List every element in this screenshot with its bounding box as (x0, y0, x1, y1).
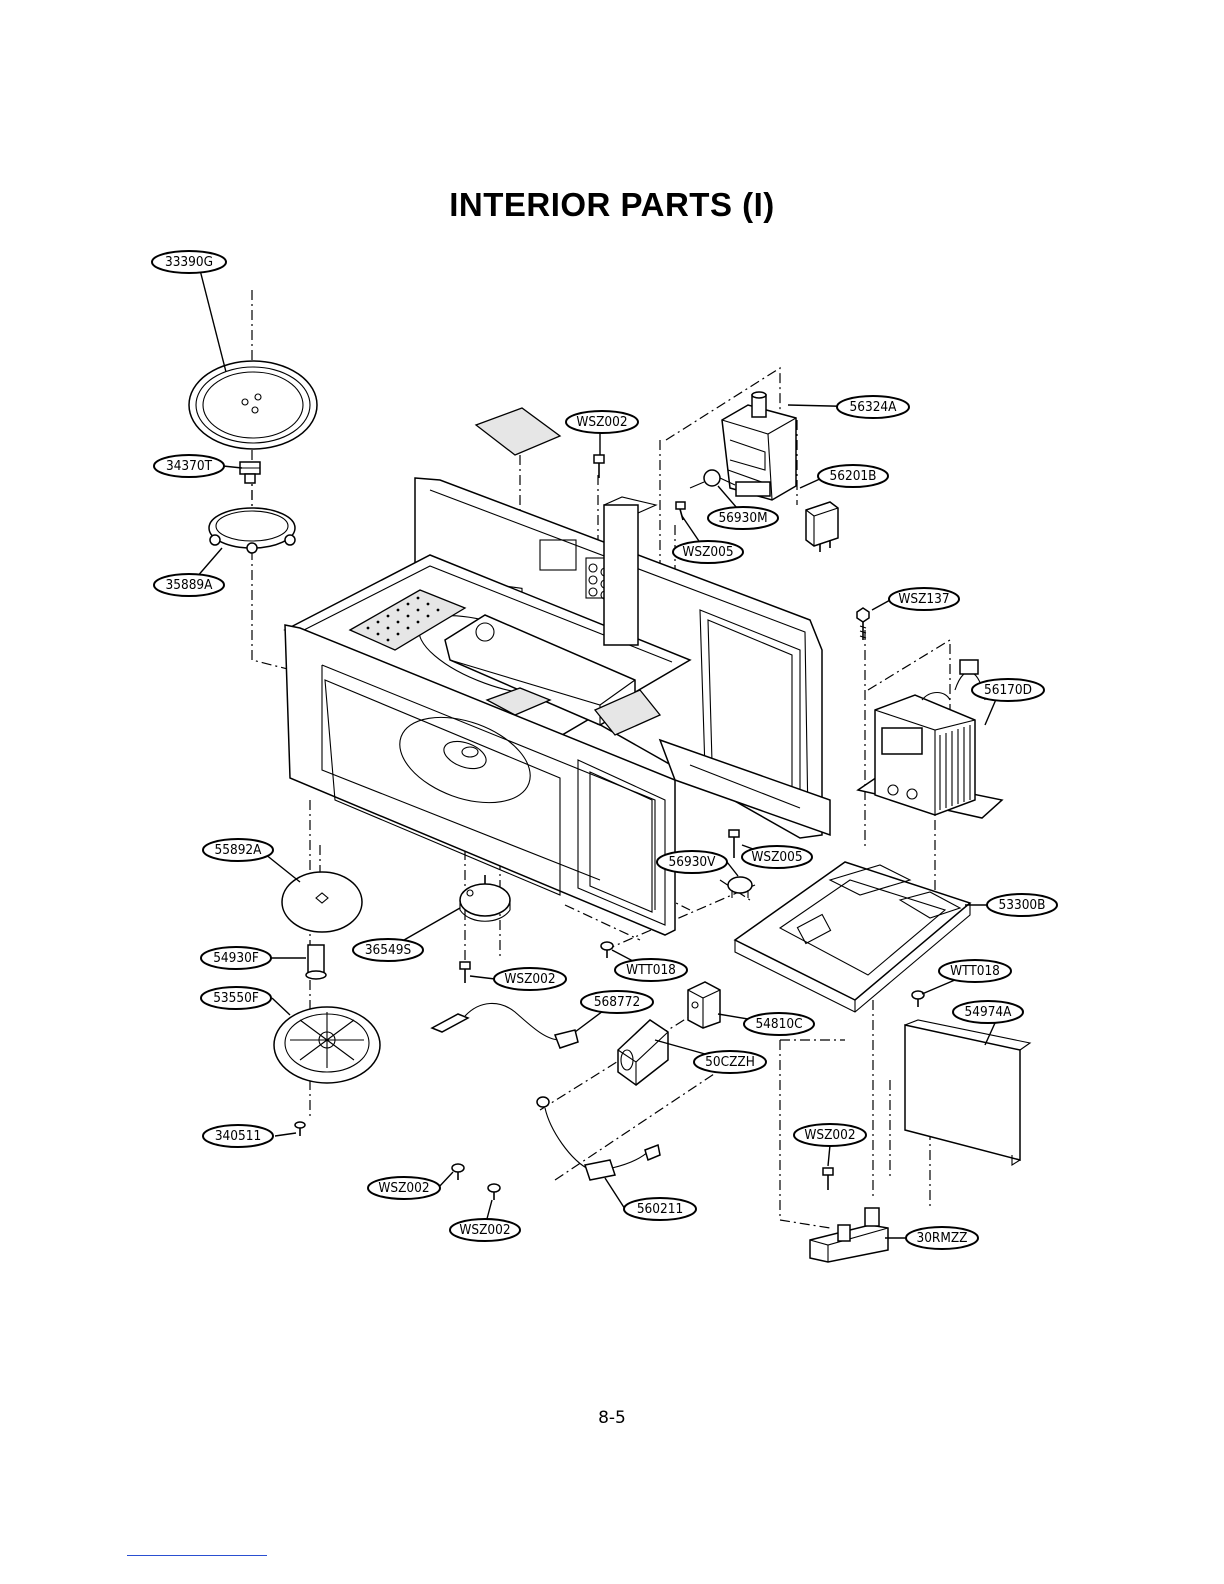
screw-part (452, 1164, 464, 1180)
svg-text:WSZ137: WSZ137 (898, 591, 949, 607)
part-label-WSZ002: WSZ002 (494, 968, 566, 990)
part-label-56201B: 56201B (818, 465, 888, 487)
svg-text:55892A: 55892A (215, 842, 263, 858)
svg-text:54974A: 54974A (965, 1004, 1013, 1020)
screw-part (295, 1122, 305, 1136)
part-label-34370T: 34370T (154, 455, 224, 477)
part-label-56930M: 56930M (708, 507, 778, 529)
part-label-36549S: 36549S (353, 939, 423, 961)
footer-rule (127, 1555, 267, 1556)
svg-text:54810C: 54810C (755, 1016, 802, 1032)
svg-text:34370T: 34370T (166, 458, 213, 474)
roller-coupler-part (240, 462, 260, 483)
stirrer-fan-part (282, 872, 362, 932)
svg-text:56170D: 56170D (984, 682, 1032, 698)
svg-text:56201B: 56201B (830, 468, 877, 484)
part-label-50CZZH: 50CZZH (694, 1051, 766, 1073)
screw-part (823, 1168, 833, 1190)
sensor-harness-part (432, 1003, 578, 1048)
part-label-WSZ002: WSZ002 (566, 411, 638, 433)
svg-text:WTT018: WTT018 (626, 962, 676, 978)
part-label-WTT018: WTT018 (939, 960, 1011, 982)
turntable-base-part (274, 1007, 380, 1083)
cover-plate-part (476, 408, 560, 455)
svg-text:56930M: 56930M (718, 510, 767, 526)
screw-part (601, 942, 613, 958)
part-label-568772: 568772 (581, 991, 653, 1013)
part-label-340511: 340511 (203, 1125, 273, 1147)
svg-text:568772: 568772 (594, 994, 640, 1010)
fuse-block-part (806, 502, 838, 552)
oven-cavity-frame-part (285, 478, 830, 935)
part-label-54930F: 54930F (201, 947, 271, 969)
part-label-35889A: 35889A (154, 574, 224, 596)
svg-text:WSZ002: WSZ002 (576, 414, 627, 430)
turntable-motor-part (460, 875, 510, 921)
svg-text:53550F: 53550F (213, 990, 259, 1006)
part-label-33390G: 33390G (152, 251, 226, 273)
svg-text:WSZ005: WSZ005 (751, 849, 802, 865)
side-cover-part (905, 1020, 1030, 1165)
screw-part (460, 962, 470, 983)
svg-text:54930F: 54930F (213, 950, 259, 966)
part-label-560211: 560211 (624, 1198, 696, 1220)
svg-text:WSZ005: WSZ005 (682, 544, 733, 560)
part-label-56170D: 56170D (972, 679, 1044, 701)
part-label-54974A: 54974A (953, 1001, 1023, 1023)
svg-text:560211: 560211 (637, 1201, 683, 1217)
part-label-56324A: 56324A (837, 396, 909, 418)
part-label-WSZ137: WSZ137 (889, 588, 959, 610)
part-label-56930V: 56930V (657, 851, 727, 873)
part-label-55892A: 55892A (203, 839, 273, 861)
svg-text:56324A: 56324A (850, 399, 898, 415)
fuse-harness-part (537, 1097, 660, 1180)
part-label-53550F: 53550F (201, 987, 271, 1009)
svg-text:30RMZZ: 30RMZZ (916, 1230, 967, 1246)
svg-text:50CZZH: 50CZZH (705, 1054, 755, 1070)
screw-part (594, 455, 604, 478)
high-voltage-capacitor-part (618, 1020, 668, 1085)
screw-part (488, 1184, 500, 1200)
svg-text:WSZ002: WSZ002 (804, 1127, 855, 1143)
svg-text:WSZ002: WSZ002 (504, 971, 555, 987)
part-label-WSZ002: WSZ002 (368, 1177, 440, 1199)
part-label-53300B: 53300B (987, 894, 1057, 916)
svg-text:53300B: 53300B (999, 897, 1046, 913)
svg-text:56930V: 56930V (669, 854, 717, 870)
part-label-WSZ005: WSZ005 (673, 541, 743, 563)
part-label-WSZ005: WSZ005 (742, 846, 812, 868)
part-label-WSZ002: WSZ002 (450, 1219, 520, 1241)
shaft-coupling-part (306, 945, 326, 979)
svg-text:33390G: 33390G (165, 254, 213, 270)
svg-text:WSZ002: WSZ002 (378, 1180, 429, 1196)
turntable-tray-part (189, 361, 317, 449)
svg-text:340511: 340511 (215, 1128, 261, 1144)
svg-text:35889A: 35889A (166, 577, 214, 593)
page-number: 8-5 (0, 1408, 1224, 1428)
roller-ring-part (209, 508, 295, 553)
svg-text:WTT018: WTT018 (950, 963, 1000, 979)
base-bracket-part (810, 1208, 888, 1262)
part-label-54810C: 54810C (744, 1013, 814, 1035)
svg-text:WSZ002: WSZ002 (459, 1222, 510, 1238)
part-label-30RMZZ: 30RMZZ (906, 1227, 978, 1249)
mounting-bracket-part (688, 982, 720, 1028)
part-label-WTT018: WTT018 (615, 959, 687, 981)
screw-part (857, 608, 869, 640)
svg-text:36549S: 36549S (365, 942, 412, 958)
part-label-WSZ002: WSZ002 (794, 1124, 866, 1146)
